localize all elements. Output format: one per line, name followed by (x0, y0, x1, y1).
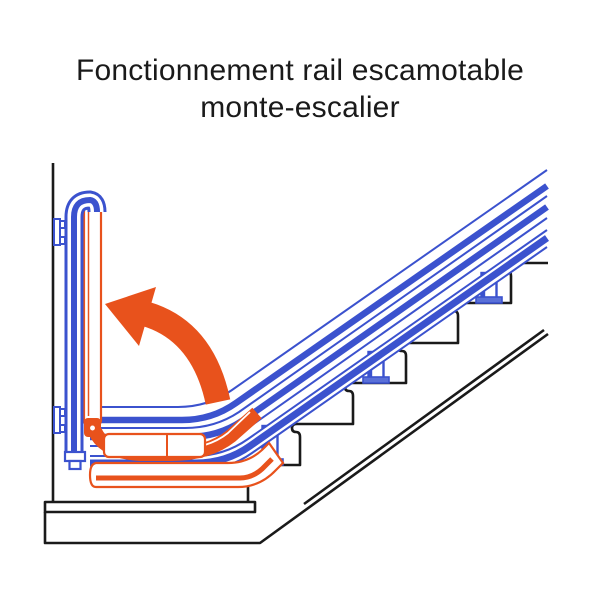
stair-stringer (303, 328, 545, 506)
page-title: Fonctionnement rail escamotable monte-es… (0, 52, 600, 126)
folded-rail-down (88, 407, 285, 489)
hinge-pivot-icon (88, 424, 97, 432)
floor-slab (43, 332, 549, 545)
title-line-2: monte-escalier (200, 91, 400, 124)
folding-rail-tube (102, 432, 207, 459)
wall-bracket (53, 218, 66, 246)
folded-rail-up (82, 201, 103, 437)
wall-bracket (53, 406, 66, 434)
wall-rail (53, 190, 107, 471)
rotation-arrow-icon (105, 287, 231, 405)
raised-rail-tube (82, 201, 103, 429)
steps-outline (238, 261, 548, 502)
floor-bar (43, 500, 257, 514)
title-line-1: Fonctionnement rail escamotable (75, 54, 525, 87)
